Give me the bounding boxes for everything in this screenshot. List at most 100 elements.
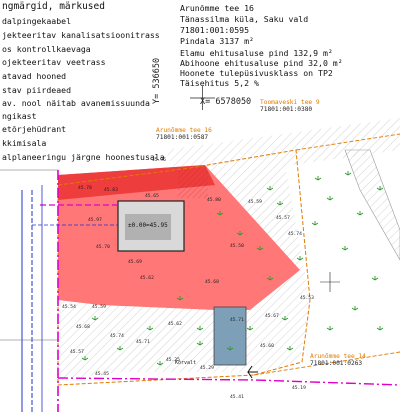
tree-symbol xyxy=(341,246,349,251)
elevation-point: 45.71 xyxy=(136,340,150,345)
tree-symbol xyxy=(91,316,99,321)
legend-item: ojekteeritav veetrass xyxy=(2,57,106,67)
parcel-address: Arunõmme tee 14 xyxy=(310,353,366,360)
tree-symbol xyxy=(196,341,204,346)
building-zone-hatched-strip xyxy=(178,168,208,198)
legend-item: dalpingekaabel xyxy=(2,16,72,26)
elevation-point: 45.96 xyxy=(152,158,166,163)
info-line: Hoonete tulepüsivusklass on TP2 xyxy=(180,68,333,78)
garage-footprint xyxy=(213,306,247,366)
tree-symbol xyxy=(356,211,364,216)
info-line: Elamu ehitusaluse pind 132,9 m² xyxy=(180,48,333,58)
elevation-point: 45.74 xyxy=(288,232,302,237)
elevation-point: 45.59 xyxy=(248,200,262,205)
elevation-point: 45.54 xyxy=(62,305,76,310)
tree-symbol xyxy=(344,171,352,176)
elevation-point: 45.29 xyxy=(200,366,214,371)
legend-item: atavad hooned xyxy=(2,71,67,81)
elevation-point: 45.35 xyxy=(166,358,180,363)
elevation-point: 45.68 xyxy=(205,280,219,285)
info-line: Täisehitus 5,2 % xyxy=(180,78,259,88)
coordinate-y: Y= 536650 xyxy=(152,57,162,104)
elevation-point: 45.65 xyxy=(145,194,159,199)
grid-cross-2 xyxy=(320,272,340,292)
tree-symbol xyxy=(216,211,224,216)
elevation-point: 45.59 xyxy=(92,305,106,310)
tree-symbol xyxy=(296,256,304,261)
legend-item: etõrjehüdrant xyxy=(2,124,67,134)
neighbour-boundary xyxy=(295,133,400,151)
elevation-point: 45.71 xyxy=(230,318,244,323)
elevation-point: 45.74 xyxy=(110,334,124,339)
road-band xyxy=(165,118,400,182)
legend-item: kkimisala xyxy=(2,138,47,148)
house-inner-pad xyxy=(125,214,171,240)
info-line: Pindala 3137 m² xyxy=(180,36,254,46)
building-zone-strip xyxy=(58,165,215,200)
tree-symbol xyxy=(156,361,164,366)
tree-symbol xyxy=(266,276,274,281)
legend-item: jekteeritav kanalisatsioonitrass xyxy=(2,30,160,40)
tree-symbol xyxy=(196,326,204,331)
elevation-point: 45.78 xyxy=(78,186,92,191)
tree-symbol xyxy=(226,346,234,351)
elevation-point: 45.19 xyxy=(292,386,306,391)
parcel-label-arunomme16: Arunõmme tee 16 71801:001:0587 xyxy=(156,127,212,141)
road-label: Kõrvalt xyxy=(175,360,197,366)
elevation-point: 45.70 xyxy=(96,245,110,250)
tree-symbol xyxy=(236,231,244,236)
tree-symbol xyxy=(146,326,154,331)
tree-symbol xyxy=(286,346,294,351)
tree-symbol xyxy=(116,346,124,351)
elevation-point: 45.41 xyxy=(230,395,244,400)
parcel-boundary xyxy=(57,149,311,386)
side-road xyxy=(344,149,400,261)
tree-symbol xyxy=(281,316,289,321)
tree-symbol xyxy=(326,196,334,201)
elevation-point: 45.62 xyxy=(140,276,154,281)
legend-item: os kontrollkaevaga xyxy=(2,44,91,54)
info-line: Arunõmme tee 16 xyxy=(180,3,254,13)
parcel-cadastral: 71801:001:0380 xyxy=(260,105,313,113)
tree-symbol xyxy=(311,221,319,226)
info-line: Abihoone ehitusaluse pind 32,0 m² xyxy=(180,58,343,68)
tree-symbol xyxy=(314,176,322,181)
tree-symbol xyxy=(371,276,379,281)
legend-item: ngmärgid, märkused xyxy=(2,1,105,12)
elevation-point: 45.53 xyxy=(300,296,314,301)
parcel-cadastral: 71801:001:0587 xyxy=(156,133,209,141)
elevation-point: 45.68 xyxy=(76,325,90,330)
info-line: 71801:001:0595 xyxy=(180,25,250,35)
info-line: Tänassilma küla, Saku vald xyxy=(180,14,309,24)
parcel-cadastral: 71801:001:0263 xyxy=(310,359,363,367)
cable-line-bottom xyxy=(57,377,400,386)
elevation-point: 45.57 xyxy=(276,216,290,221)
lower-boundary xyxy=(253,351,400,376)
tree-symbol xyxy=(376,186,384,191)
grid-cross-1 xyxy=(190,86,215,110)
elevation-point: 45.57 xyxy=(70,350,84,355)
parcel-address: Arunõmme tee 16 xyxy=(156,127,212,134)
elevation-point: 45.62 xyxy=(168,322,182,327)
tree-symbol xyxy=(276,201,284,206)
legend-item: av. nool näitab avanemissuunda xyxy=(2,98,150,108)
parcel-address: Toomaveski tee 9 xyxy=(260,99,320,106)
floor-level-label: ±0.00=45.95 xyxy=(128,222,168,229)
parcel-label-toomaveski: Toomaveski tee 9 71801:001:0380 xyxy=(260,99,320,113)
tree-symbol xyxy=(326,326,334,331)
elevation-point: 45.67 xyxy=(265,314,279,319)
elevation-point: 45.80 xyxy=(207,198,221,203)
elevation-point: 45.69 xyxy=(128,260,142,265)
tree-symbol xyxy=(246,326,254,331)
elevation-point: 45.60 xyxy=(260,344,274,349)
tree-symbol xyxy=(376,326,384,331)
coordinate-x: X= 6578050 xyxy=(200,97,252,107)
tree-symbol xyxy=(351,306,359,311)
tree-symbols xyxy=(81,171,384,366)
tree-symbol xyxy=(81,356,89,361)
tree-symbol xyxy=(266,186,274,191)
elevation-point: 45.97 xyxy=(88,218,102,223)
tree-symbol xyxy=(256,246,264,251)
elevation-point: 45.50 xyxy=(230,244,244,249)
